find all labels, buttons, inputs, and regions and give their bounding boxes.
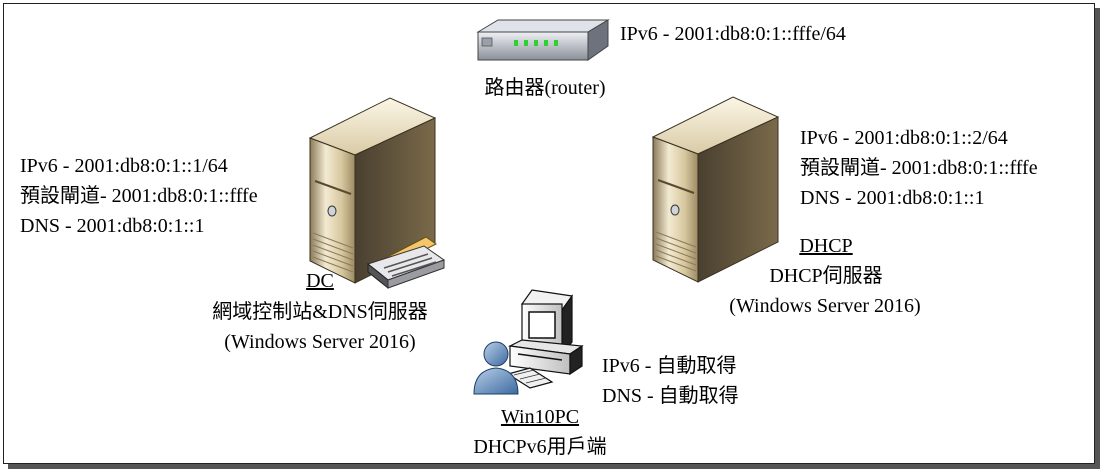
dc-name: DC	[306, 270, 334, 292]
dc-dns: DNS - 2001:db8:0:1::1	[20, 215, 205, 237]
dhcp-role: DHCP伺服器	[769, 265, 883, 287]
router-label: 路由器(router)	[484, 77, 606, 99]
server-icon	[651, 96, 780, 283]
client-role: DHCPv6用戶端	[473, 436, 607, 458]
dc-role: 網域控制站&DNS伺服器	[212, 301, 428, 323]
workstation-user-icon	[473, 289, 584, 395]
dhcp-os: (Windows Server 2016)	[729, 295, 921, 317]
router-ip: IPv6 - 2001:db8:0:1::fffe/64	[620, 23, 846, 45]
client-name: Win10PC	[500, 406, 580, 428]
client-ip: IPv6 - 自動取得	[602, 355, 737, 377]
dhcp-ip: IPv6 - 2001:db8:0:1::2/64	[800, 127, 1008, 149]
dhcp-dns: DNS - 2001:db8:0:1::1	[800, 187, 985, 209]
server-icon	[366, 236, 446, 290]
dc-os: (Windows Server 2016)	[224, 331, 416, 353]
dhcp-name: DHCP	[799, 235, 853, 257]
dc-ip: IPv6 - 2001:db8:0:1::1/64	[20, 155, 228, 177]
diagram-frame	[3, 3, 1095, 464]
server-icon	[308, 97, 437, 284]
dc-gateway: 預設閘道- 2001:db8:0:1::fffe	[20, 185, 258, 207]
router-icon	[476, 19, 610, 61]
dhcp-gateway: 預設閘道- 2001:db8:0:1::fffe	[800, 157, 1038, 179]
client-dns: DNS - 自動取得	[602, 385, 739, 407]
